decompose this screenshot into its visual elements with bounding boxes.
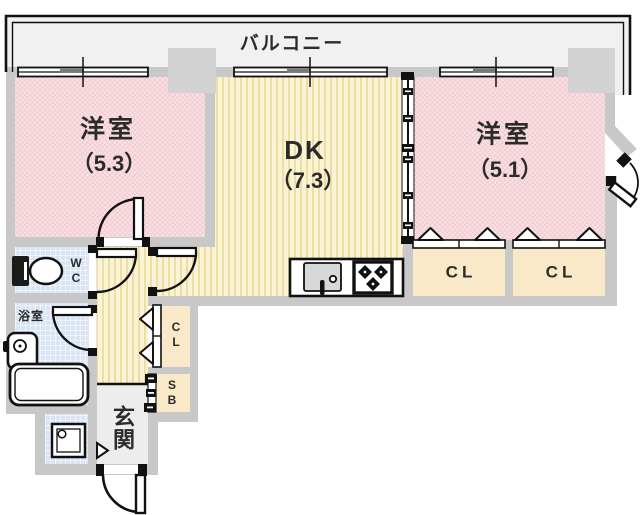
pillars <box>168 48 615 93</box>
west-room-2-floor <box>414 77 605 240</box>
door-west-room-2-exterior <box>606 152 639 208</box>
entrance-label: 玄関 <box>110 405 135 451</box>
west-room-2-size: （5.1） <box>467 157 543 182</box>
door-entrance <box>101 465 147 515</box>
west-room-1-label: 洋室 <box>79 115 137 144</box>
door-jambs <box>88 237 157 476</box>
washbasin-icon <box>3 331 39 371</box>
west-room-2-label: 洋室 <box>475 120 533 149</box>
hall-closet-floor <box>161 305 190 367</box>
dk-size: （7.3） <box>270 168 346 193</box>
closet-right-1-floor <box>413 248 505 296</box>
door-west-room-1 <box>97 196 145 246</box>
kitchen-sink-icon <box>303 262 342 295</box>
bathroom-label: 浴室 <box>17 309 45 323</box>
west-room-1-size: （5.3） <box>71 151 147 176</box>
closet-right-1-label: CL <box>445 262 477 282</box>
window-west-room-1 <box>17 57 149 87</box>
closet-right-2-floor <box>513 248 605 296</box>
door-dk <box>155 246 198 293</box>
hall-closet-doors <box>139 304 162 368</box>
balcony-label: バルコニー <box>239 33 345 55</box>
door-bath <box>51 305 97 352</box>
dk-floor <box>215 77 402 247</box>
toilet-icon <box>12 256 64 286</box>
door-wc <box>88 247 138 294</box>
fixtures <box>3 256 405 460</box>
wc-label: WC <box>69 256 83 286</box>
balcony-railing <box>4 14 632 95</box>
stove-icon <box>352 260 394 295</box>
pillar-right <box>568 48 615 93</box>
window-west-room-2 <box>439 57 554 87</box>
hall-floor <box>97 247 148 384</box>
sliding-partition <box>401 72 415 244</box>
dk-label: DK <box>284 135 326 165</box>
shoe-box-label: SB <box>165 378 179 408</box>
hall-closet-label: CL <box>169 320 183 350</box>
washing-machine-pan-icon <box>50 422 87 459</box>
door-stop-triangle <box>96 441 110 460</box>
pillar-left <box>168 48 216 93</box>
kitchen-counter <box>288 257 405 298</box>
closet-bifold-doors-right <box>412 227 606 249</box>
shoe-box-floor <box>156 374 190 412</box>
balcony-floor <box>6 16 630 95</box>
doors <box>51 152 639 515</box>
bathtub-icon <box>8 362 90 407</box>
shoe-box-door <box>144 373 157 413</box>
windows <box>17 57 554 87</box>
window-dk <box>233 57 388 87</box>
closet-right-2-label: CL <box>545 262 577 282</box>
